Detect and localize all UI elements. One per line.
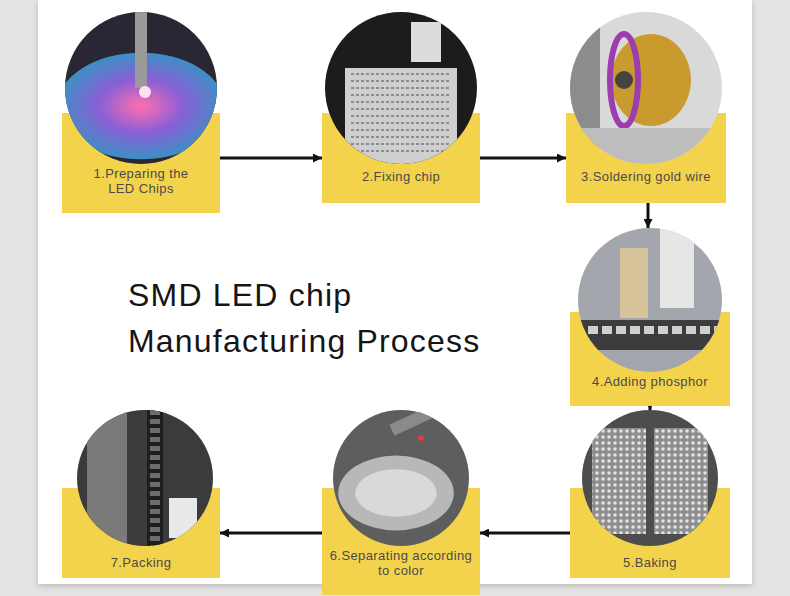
frame-cell (658, 326, 668, 334)
track (389, 388, 474, 436)
process-step: 3.Soldering gold wire (566, 12, 726, 203)
chip-row (351, 101, 451, 103)
chip-row (351, 94, 451, 96)
gold-wire (611, 34, 691, 126)
step-photo (578, 228, 724, 372)
spool-hub (615, 71, 633, 89)
step-label: 1.Preparing the LED Chips (82, 166, 200, 196)
step-tile (62, 410, 220, 578)
chip-row (351, 115, 451, 117)
tape-pocket (150, 491, 160, 496)
bowl (338, 456, 454, 531)
rail (578, 320, 722, 350)
step-label: 3.Soldering gold wire (581, 169, 711, 184)
flow-arrow (647, 203, 650, 228)
process-step: 1.Preparing the LED Chips (62, 12, 220, 213)
spool-ring (610, 34, 638, 126)
tape-pocket (150, 500, 160, 505)
tape-pocket (150, 473, 160, 478)
tape (147, 410, 163, 546)
frame-cell (672, 326, 682, 334)
frame-cell (616, 326, 626, 334)
chip-row (351, 80, 451, 82)
frame-cell (700, 326, 710, 334)
process-step: 6.Separating according to color (322, 410, 480, 595)
process-step: 4.Adding phosphor (570, 228, 730, 406)
tape-pocket (150, 419, 160, 424)
step-photo (333, 388, 474, 546)
frame-cell (602, 326, 612, 334)
flow-arrow (480, 532, 570, 535)
chip-row (351, 129, 451, 131)
flow-arrow (220, 157, 322, 160)
plate (345, 68, 457, 174)
tape-pocket (150, 482, 160, 487)
tape-pocket (150, 545, 160, 550)
tape-pocket (150, 518, 160, 523)
tape-pocket (150, 455, 160, 460)
tray-right (654, 428, 708, 534)
flow-arrow (480, 157, 566, 160)
step-label: 2.Fixing chip (362, 169, 440, 184)
step-photo (582, 410, 718, 546)
step-label: 4.Adding phosphor (592, 374, 708, 389)
laser (418, 435, 424, 441)
process-step: 7.Packing (62, 410, 220, 578)
tape-pocket (150, 410, 160, 415)
chip-row (351, 87, 451, 89)
frame-cell (686, 326, 696, 334)
step-tile (570, 410, 730, 578)
process-step: 2.Fixing chip (322, 12, 480, 203)
dispenser (620, 248, 648, 318)
process-step: 5.Baking (570, 410, 730, 578)
tape-pocket (150, 464, 160, 469)
step-photo (325, 12, 477, 174)
frame-cell (588, 326, 598, 334)
base (570, 128, 722, 204)
flow-arrow (220, 532, 322, 535)
step-photo (77, 410, 213, 550)
step-photo (570, 12, 722, 204)
tape-pocket (150, 446, 160, 451)
chip-row (351, 150, 451, 152)
chip-row (351, 73, 451, 75)
photo-bg (582, 410, 718, 546)
chip-row (351, 136, 451, 138)
flow-arrow (649, 406, 652, 410)
chip-row (351, 108, 451, 110)
chip-row (351, 143, 451, 145)
frame-cell (644, 326, 654, 334)
tray-left (592, 428, 646, 534)
diagram-title: SMD LED chip Manufacturing Process (128, 272, 548, 364)
frame-cell (630, 326, 640, 334)
step-label: 5.Baking (623, 555, 677, 570)
reel-side (87, 410, 127, 546)
tape-pocket (150, 437, 160, 442)
frame-cell (714, 326, 724, 334)
tape-pocket (150, 536, 160, 541)
head (411, 22, 441, 62)
needle (135, 12, 147, 88)
tape-pocket (150, 509, 160, 514)
photo-bg (578, 228, 722, 372)
tape-pocket (150, 428, 160, 433)
arm (660, 228, 694, 308)
bowl-inner (355, 469, 437, 517)
chip-row (351, 122, 451, 124)
step-photo (57, 12, 224, 164)
glow (139, 86, 151, 98)
step-label: 7.Packing (111, 555, 172, 570)
photo-bg (77, 410, 213, 546)
bracket (570, 22, 600, 174)
step-label: 6.Separating according to color (326, 548, 476, 578)
tape-pocket (150, 527, 160, 532)
guide (169, 498, 197, 538)
